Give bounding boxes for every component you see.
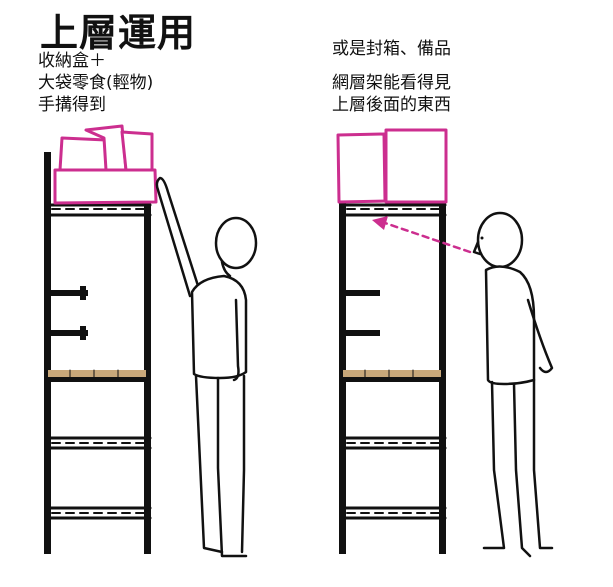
right-shelf-tier-bottom	[339, 506, 447, 520]
right-caption-top: 或是封箱、備品	[332, 39, 451, 59]
right-storage-box-icon	[336, 128, 448, 204]
left-caption-line-2: 大袋零食(輕物)	[38, 73, 154, 93]
left-storage-box-bag-2	[84, 124, 128, 172]
right-caption-line-2: 上層後面的東西	[332, 95, 451, 115]
left-shelf-hook-2	[50, 330, 88, 336]
right-shelf-tier-wood	[341, 369, 445, 382]
left-storage-box-icon	[53, 124, 158, 205]
right-shelf-hook-2	[346, 330, 380, 336]
left-shelf-tier-top	[44, 203, 152, 217]
left-shelf-post-left	[44, 152, 51, 554]
right-shelf-tier-top	[339, 203, 447, 217]
left-wire-shelf-icon	[44, 152, 152, 554]
right-caption-bottom: 網層架能看得見 上層後面的東西	[332, 72, 451, 116]
right-shelf-hook-1	[346, 290, 380, 296]
right-caption-line-1: 網層架能看得見	[332, 73, 451, 93]
right-wire-shelf-icon	[339, 200, 447, 554]
left-shelf-hook-1	[50, 290, 88, 296]
person-looking-up-icon	[472, 211, 554, 558]
person-reaching-icon	[155, 176, 258, 558]
left-storage-box-bag	[58, 136, 110, 172]
left-shelf-tier-middle	[44, 436, 152, 450]
left-shelf-tier-wood	[46, 369, 150, 382]
left-storage-box-bag-3	[120, 130, 154, 172]
right-shelf-tier-middle	[339, 436, 447, 450]
right-storage-box-small	[336, 132, 387, 204]
page-title: 上層運用	[40, 11, 197, 55]
left-caption-line-3: 手搆得到	[38, 95, 106, 115]
sight-line-arrow-icon	[372, 216, 472, 254]
left-shelf-tier-bottom	[44, 506, 152, 520]
left-caption: 收納盒＋ 大袋零食(輕物) 手搆得到	[38, 50, 153, 116]
right-storage-box-large	[384, 128, 448, 204]
left-storage-box-base	[53, 168, 158, 205]
left-caption-line-1: 收納盒＋	[38, 51, 106, 71]
left-shelf-post-right	[144, 152, 151, 554]
